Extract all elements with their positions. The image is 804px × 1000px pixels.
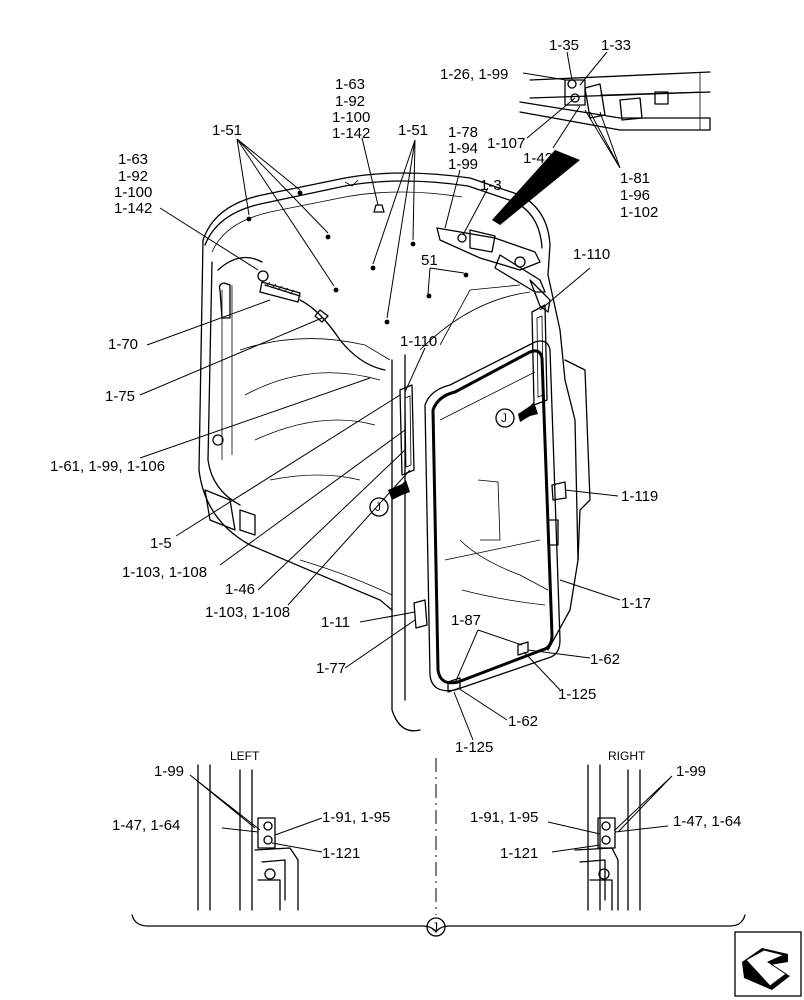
label-right-1-99: 1-99: [676, 763, 706, 780]
label-1-62-right: 1-62: [590, 651, 620, 668]
label-1-26-1-99: 1-26, 1-99: [440, 66, 508, 83]
label-1-5: 1-5: [150, 535, 172, 552]
label-1-46: 1-46: [225, 581, 255, 598]
label-1-103-1-108-a: 1-103, 1-108: [122, 564, 207, 581]
cab-body: [198, 172, 591, 732]
view-marker-j-lower: J: [375, 500, 381, 514]
next-page-arrow-icon[interactable]: [734, 931, 802, 997]
label-1-100-left: 1-100: [114, 184, 152, 201]
view-j-markers: [369, 402, 538, 517]
label-right-1-121: 1-121: [500, 845, 538, 862]
label-1-125-right: 1-125: [558, 686, 596, 703]
label-1-77: 1-77: [316, 660, 346, 677]
label-1-3: 1-3: [480, 177, 502, 194]
label-left-1-121: 1-121: [322, 845, 360, 862]
view-marker-j-upper: J: [501, 411, 507, 425]
left-view-title: LEFT: [230, 749, 260, 763]
label-left-1-91-1-95: 1-91, 1-95: [322, 809, 390, 826]
label-1-78: 1-78: [448, 124, 478, 141]
label-1-87: 1-87: [451, 612, 481, 629]
label-1-11: 1-11: [321, 614, 350, 631]
label-1-42: 1-42: [523, 150, 553, 167]
label-1-103-1-108-b: 1-103, 1-108: [205, 604, 290, 621]
label-1-102: 1-102: [620, 204, 658, 221]
part-labels: 1-35 1-33 1-26, 1-99 1-107 1-42 1-81 1-9…: [50, 37, 741, 934]
label-right-1-91-1-95: 1-91, 1-95: [470, 809, 538, 826]
label-1-92-top: 1-92: [335, 93, 365, 110]
detail-leader-lines: [189, 774, 673, 853]
label-1-63-left: 1-63: [118, 151, 148, 168]
label-1-35: 1-35: [549, 37, 579, 54]
label-1-33: 1-33: [601, 37, 631, 54]
label-1-51-right: 1-51: [398, 122, 428, 139]
label-1-96: 1-96: [620, 187, 650, 204]
leader-lines: [139, 51, 621, 741]
label-left-1-99: 1-99: [154, 763, 184, 780]
label-1-17: 1-17: [621, 595, 651, 612]
label-1-99-stack: 1-99: [448, 156, 478, 173]
label-1-92-left: 1-92: [118, 168, 148, 185]
label-1-119: 1-119: [621, 488, 658, 505]
label-1-142-top: 1-142: [332, 125, 370, 142]
label-1-125-bottom: 1-125: [455, 739, 493, 756]
label-1-62-bottom: 1-62: [508, 713, 538, 730]
view-marker-j-bottom: J: [432, 920, 438, 934]
door-assembly: [399, 304, 567, 693]
label-right-1-47-1-64: 1-47, 1-64: [673, 813, 741, 830]
label-1-70: 1-70: [108, 336, 138, 353]
label-1-110-center: 1-110: [400, 333, 437, 350]
label-1-61-1-99-1-106: 1-61, 1-99, 1-106: [50, 458, 165, 475]
roof-screws: [246, 190, 469, 325]
roof-hardware: [217, 190, 551, 371]
label-left-1-47-1-64: 1-47, 1-64: [112, 817, 180, 834]
label-1-51-left: 1-51: [212, 122, 242, 139]
detail-hinge-top: [492, 71, 711, 225]
label-1-94: 1-94: [448, 140, 478, 157]
label-1-63-top: 1-63: [335, 76, 365, 93]
label-1-100-top: 1-100: [332, 109, 370, 126]
label-1-110-right: 1-110: [573, 246, 610, 263]
detail-left-hinge: [197, 764, 299, 911]
view-j-brace: [131, 914, 746, 933]
right-view-title: RIGHT: [608, 749, 646, 763]
label-51: 51: [421, 252, 438, 269]
label-1-107: 1-107: [487, 135, 525, 152]
label-1-142-left: 1-142: [114, 200, 152, 217]
label-1-75: 1-75: [105, 388, 135, 405]
detail-right-hinge: [574, 764, 641, 911]
label-1-81: 1-81: [620, 170, 650, 187]
